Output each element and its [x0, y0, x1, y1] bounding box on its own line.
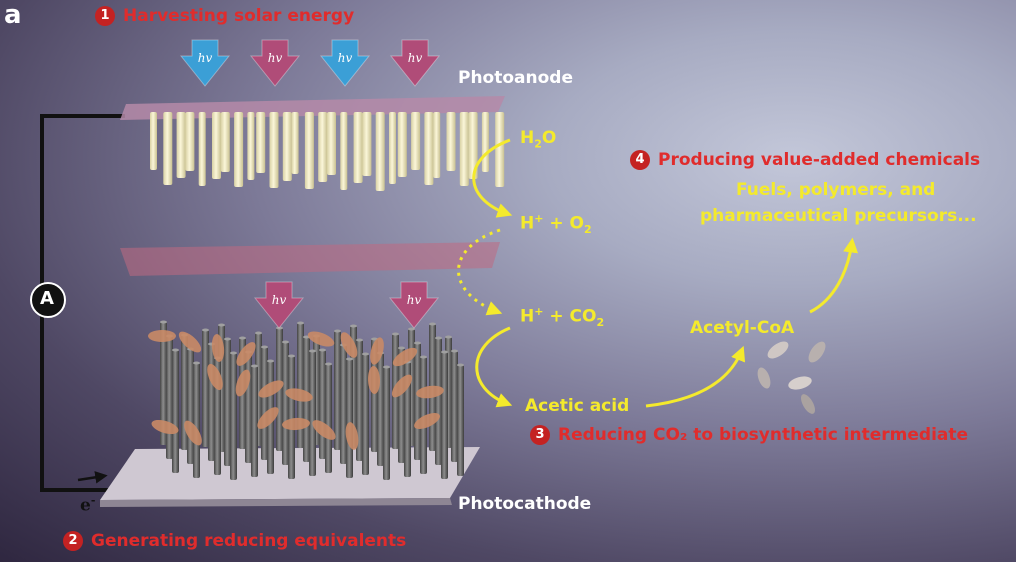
acetic-acid-label: Acetic acid: [525, 396, 629, 416]
photon-label: hv: [272, 293, 287, 307]
free-bacteria: [755, 338, 829, 416]
proton-oxygen-label: H+ + O2: [520, 212, 592, 236]
photon-label: hv: [338, 51, 353, 65]
h2o-label: H2O: [520, 128, 556, 150]
photoanode-label: Photoanode: [458, 68, 573, 88]
photon-arrow: hv: [255, 282, 303, 328]
photocathode-label: Photocathode: [458, 494, 591, 514]
photoanode-nanorods: [150, 112, 504, 191]
proton-co2-label: H+ + CO2: [520, 305, 604, 329]
step-3-badge: 3: [530, 425, 550, 445]
step-1-badge: 1: [95, 6, 115, 26]
photon-label: hv: [268, 51, 283, 65]
membrane: [120, 242, 500, 276]
photon-arrow: hv: [251, 40, 299, 86]
arrow-co2-to-acetate: [477, 328, 510, 404]
photon-label: hv: [407, 293, 422, 307]
electron-arrow: [78, 476, 104, 480]
photon-arrow: hv: [181, 40, 229, 86]
photon-label: hv: [198, 51, 213, 65]
photon-arrow: hv: [391, 40, 439, 86]
arrow-h2o-to-o2: [474, 140, 510, 214]
electron-label: e-: [80, 494, 95, 516]
photon-label: hv: [408, 51, 423, 65]
acetyl-coa-label: Acetyl-CoA: [690, 318, 794, 338]
arrow-acetylcoa-to-products: [810, 242, 852, 312]
ammeter-label: A: [40, 288, 54, 309]
photon-arrow: hv: [390, 282, 438, 328]
step-2-badge: 2: [63, 531, 83, 551]
step-4-badge: 4: [630, 150, 650, 170]
photon-arrow: hv: [321, 40, 369, 86]
products-line-1: Fuels, polymers, and: [736, 180, 935, 200]
panel-letter: a: [4, 0, 22, 30]
products-line-2: pharmaceutical precursors...: [700, 206, 977, 226]
arrow-acetate-to-acetylcoa: [646, 350, 742, 406]
